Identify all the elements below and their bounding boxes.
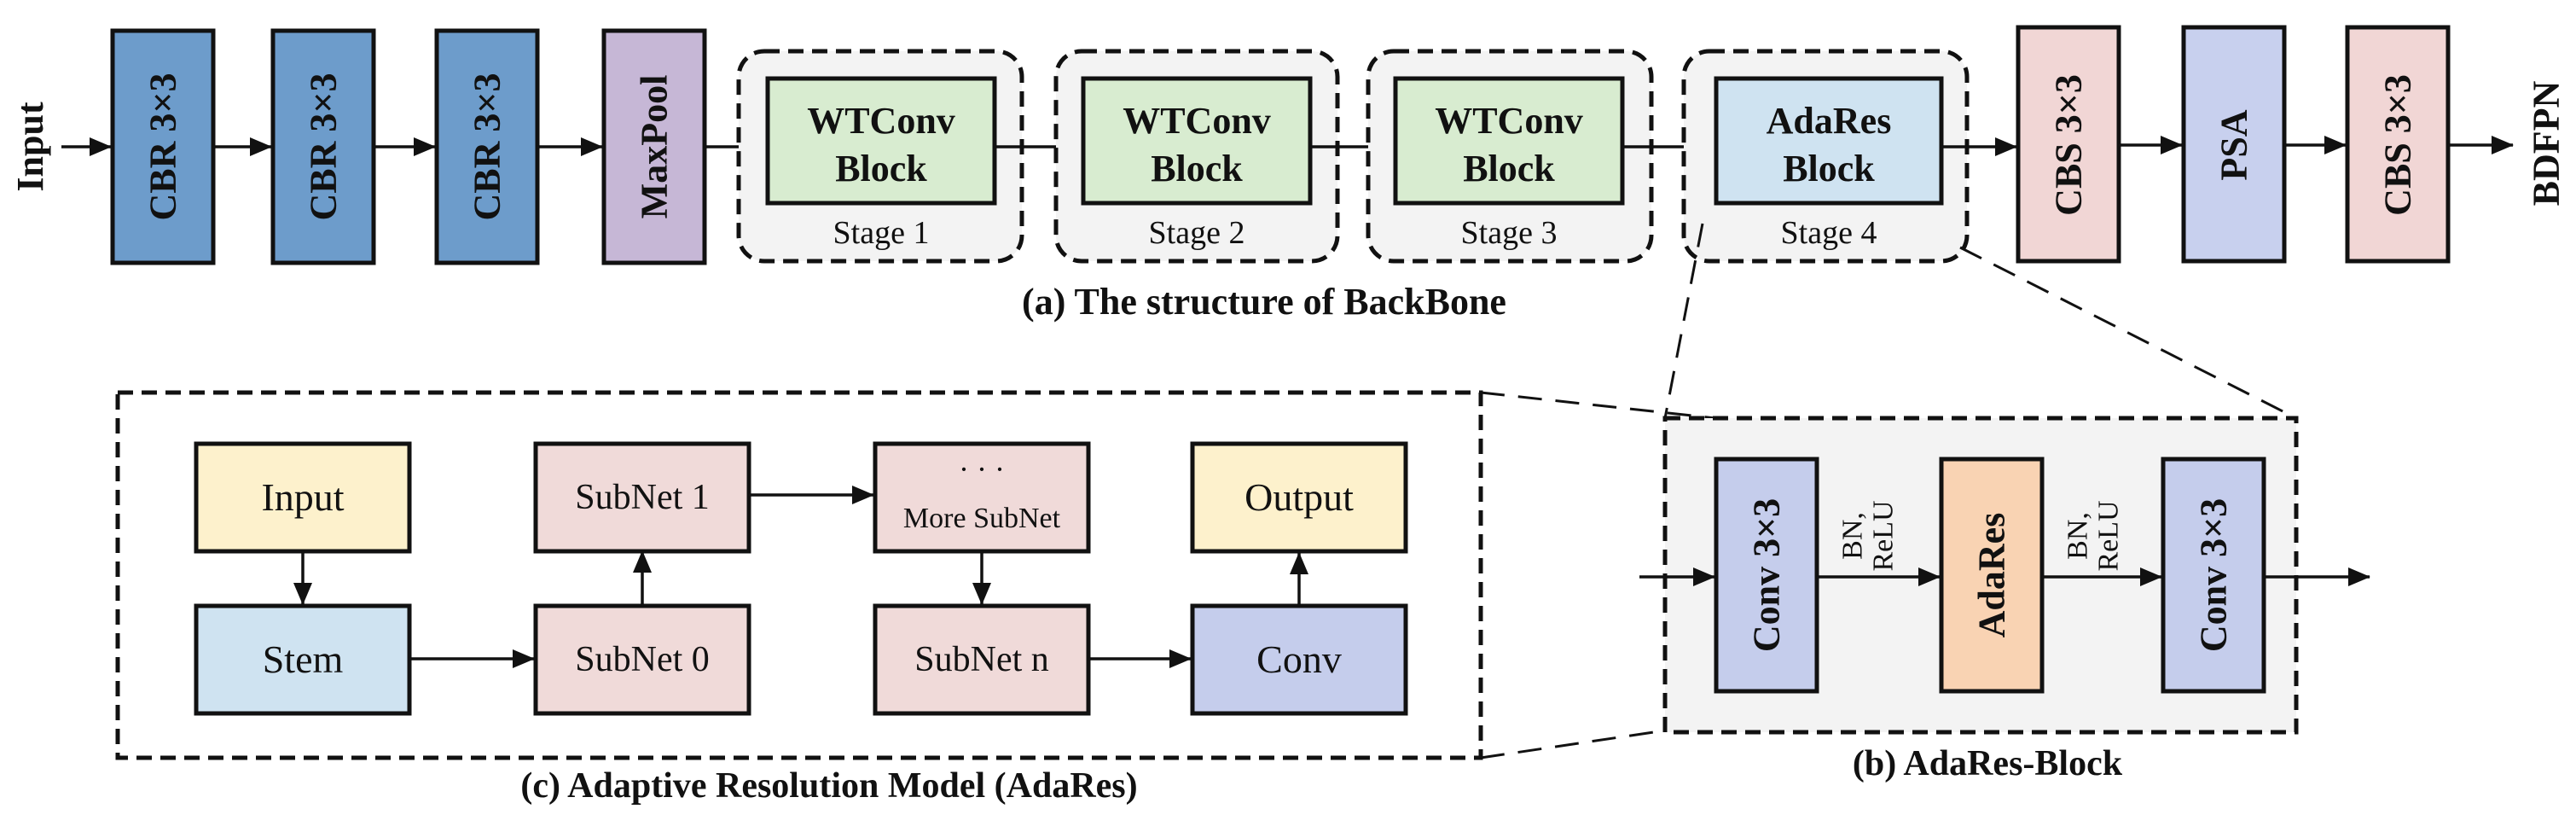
cbs-block-2-label: CBS 3×3 [2377,74,2419,216]
cbr-block-3 [434,28,540,265]
psa-block [2181,25,2287,264]
subnet-0-label: SubNet 0 [575,640,710,679]
wtconv-block-1-line2: Block [835,148,927,189]
cbr-block-3-label: CBR 3×3 [467,73,508,221]
wtconv-block-2 [1081,76,1313,206]
subnet-n-label: SubNet n [914,640,1049,679]
stage-2: WTConv Block Stage 2 [1053,49,1340,264]
model-output-label: Output [1244,475,1354,519]
more-subnet-label: More SubNet [903,503,1061,534]
model-stem-box [194,603,412,716]
cbr-block-1-label: CBR 3×3 [142,73,184,221]
adares-model-caption: (c) Adaptive Resolution Model (AdaRes) [520,766,1137,806]
subnet-1-label: SubNet 1 [575,478,710,517]
backbone-section: Input CBR 3×3 CBR 3×3 CBR 3×3 MaxPool WT… [9,25,2567,323]
block-relu-2: ReLU [2093,500,2125,571]
wtconv-block-2-line1: WTConv [1123,100,1271,142]
cbr-block-2-label: CBR 3×3 [303,73,345,221]
block-bn-2: BN, [2063,512,2094,560]
stage-4: AdaRes Block Stage 4 [1681,49,1970,264]
block-conv-1-label: Conv 3×3 [1746,498,1788,652]
zoom-line-stage4-left [1663,223,1704,419]
adares-block-section: Conv 3×3 BN, ReLU AdaRes BN, ReLU Conv 3… [1639,416,2370,783]
adares-block-stage4-line2: Block [1783,148,1875,189]
block-adares-label: AdaRes [1971,513,2013,638]
wtconv-block-2-line2: Block [1151,148,1243,189]
subnet-1-box [533,441,751,554]
block-conv-1 [1714,457,1819,694]
stage-4-label: Stage 4 [1781,215,1877,251]
adares-block-caption: (b) AdaRes-Block [1853,744,2123,783]
stage-2-label: Stage 2 [1149,215,1245,251]
maxpool-block-label: MaxPool [634,75,676,219]
model-conv-label: Conv [1256,637,1342,681]
psa-block-label: PSA [2213,109,2255,180]
block-bn-1: BN, [1837,512,1869,560]
block-conv-2-label: Conv 3×3 [2193,498,2235,652]
wtconv-block-1 [765,76,997,206]
adares-block-stage4-line1: AdaRes [1767,100,1892,142]
block-adares [1939,457,2045,694]
adares-model-section: Input Stem SubNet 0 SubNet 1 · · · More … [115,390,1483,806]
stage-3: WTConv Block Stage 3 [1366,49,1654,264]
more-subnet-dots: · · · [959,452,1005,486]
stage-3-label: Stage 3 [1461,215,1558,251]
wtconv-block-3-line1: WTConv [1435,100,1583,142]
cbs-block-2 [2345,25,2451,264]
backbone-input-label: Input [9,102,51,192]
backbone-output-label: BDFPN [2526,80,2567,206]
zoom-line-stage4-right [1959,246,2297,420]
subnet-n-box [873,603,1091,716]
adares-block-stage4 [1714,76,1944,206]
cbs-block-1 [2016,25,2121,264]
block-relu-1: ReLU [1868,500,1900,571]
cbs-block-1-label: CBS 3×3 [2048,74,2090,216]
model-conv-box [1190,603,1408,716]
wtconv-block-3 [1393,76,1625,206]
wtconv-block-3-line2: Block [1463,148,1555,189]
model-input-box [194,441,412,554]
subnet-0-box [533,603,751,716]
maxpool-block [601,28,707,265]
block-conv-2 [2161,457,2266,694]
model-stem-label: Stem [263,637,344,681]
adares-model-frame [115,390,1483,760]
wtconv-block-1-line1: WTConv [807,100,955,142]
stage-1: WTConv Block Stage 1 [736,49,1024,264]
backbone-caption: (a) The structure of BackBone [1022,281,1506,323]
model-output-box [1190,441,1408,554]
stage-1-label: Stage 1 [833,215,930,251]
model-input-label: Input [261,475,344,519]
zoom-connectors [1663,223,2297,420]
